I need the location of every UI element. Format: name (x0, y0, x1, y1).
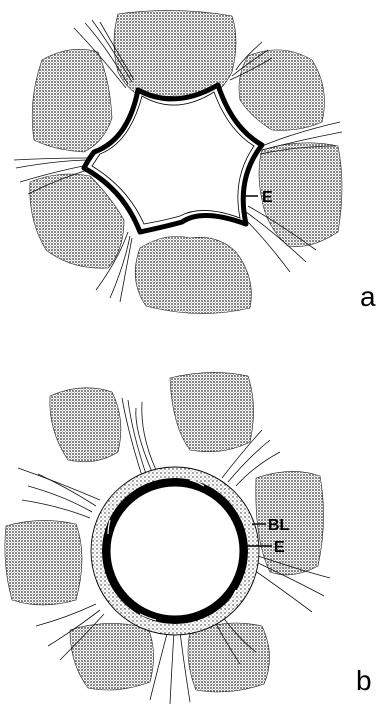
panel-a: E a (14, 10, 376, 313)
panel-b-letter: b (356, 665, 372, 696)
panel-b-cell-right (256, 471, 324, 574)
panel-a-cell-bottom (135, 236, 251, 313)
panel-a-cell-upper-left (32, 49, 112, 152)
panel-b: BL E b (5, 372, 372, 704)
panel-b-label-e: E (274, 539, 285, 556)
panel-b-cell-bottom-right (188, 623, 270, 692)
panel-a-cell-upper-right (239, 50, 324, 130)
panel-b-cell-left (5, 520, 82, 605)
panel-b-lumen (110, 486, 240, 616)
panel-a-letter: a (360, 281, 376, 312)
panel-b-cell-top (170, 372, 254, 451)
panel-b-cell-upper-left (50, 388, 121, 462)
panel-b-cell-bottom-left (70, 623, 154, 690)
panel-b-label-bl: BL (268, 517, 290, 534)
panel-a-label-e: E (262, 189, 273, 206)
